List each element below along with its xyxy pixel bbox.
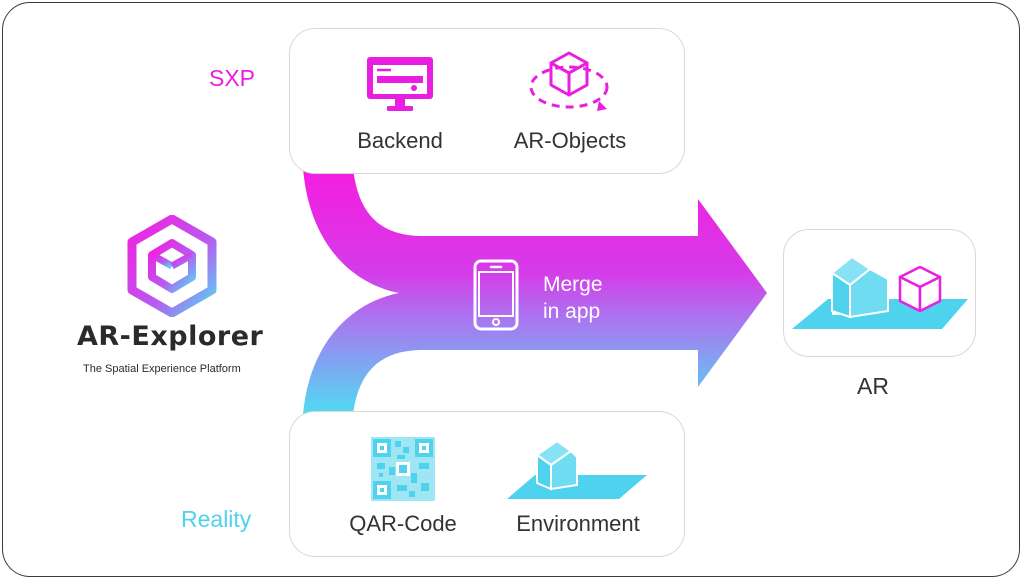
environment-label: Environment: [516, 511, 640, 536]
house-on-plane-icon: [507, 439, 647, 499]
backend-label: Backend: [357, 128, 443, 153]
sxp-card: [289, 28, 685, 174]
sxp-label: SXP: [209, 65, 256, 91]
qar-code-label: QAR-Code: [349, 511, 457, 536]
smartphone-icon: [473, 259, 519, 331]
reality-label: Reality: [181, 506, 252, 532]
qr-code-icon: [371, 437, 435, 501]
ar-result-label: AR: [857, 373, 889, 399]
merge-line-1: Merge: [543, 273, 603, 296]
ar-objects-label: AR-Objects: [513, 128, 627, 153]
brand-tagline: The Spatial Experience Platform: [83, 363, 241, 375]
brand-name: AR-Explorer: [77, 321, 264, 352]
merge-line-2: in app: [543, 300, 601, 323]
ar-scene-icon: [792, 255, 968, 329]
merge-caption: Merge in app: [543, 271, 603, 325]
ar-explorer-logo-icon: [127, 215, 217, 317]
rotating-cube-icon: [529, 51, 609, 111]
monitor-icon: [367, 57, 433, 111]
merge-flow-arrow: [303, 168, 767, 415]
